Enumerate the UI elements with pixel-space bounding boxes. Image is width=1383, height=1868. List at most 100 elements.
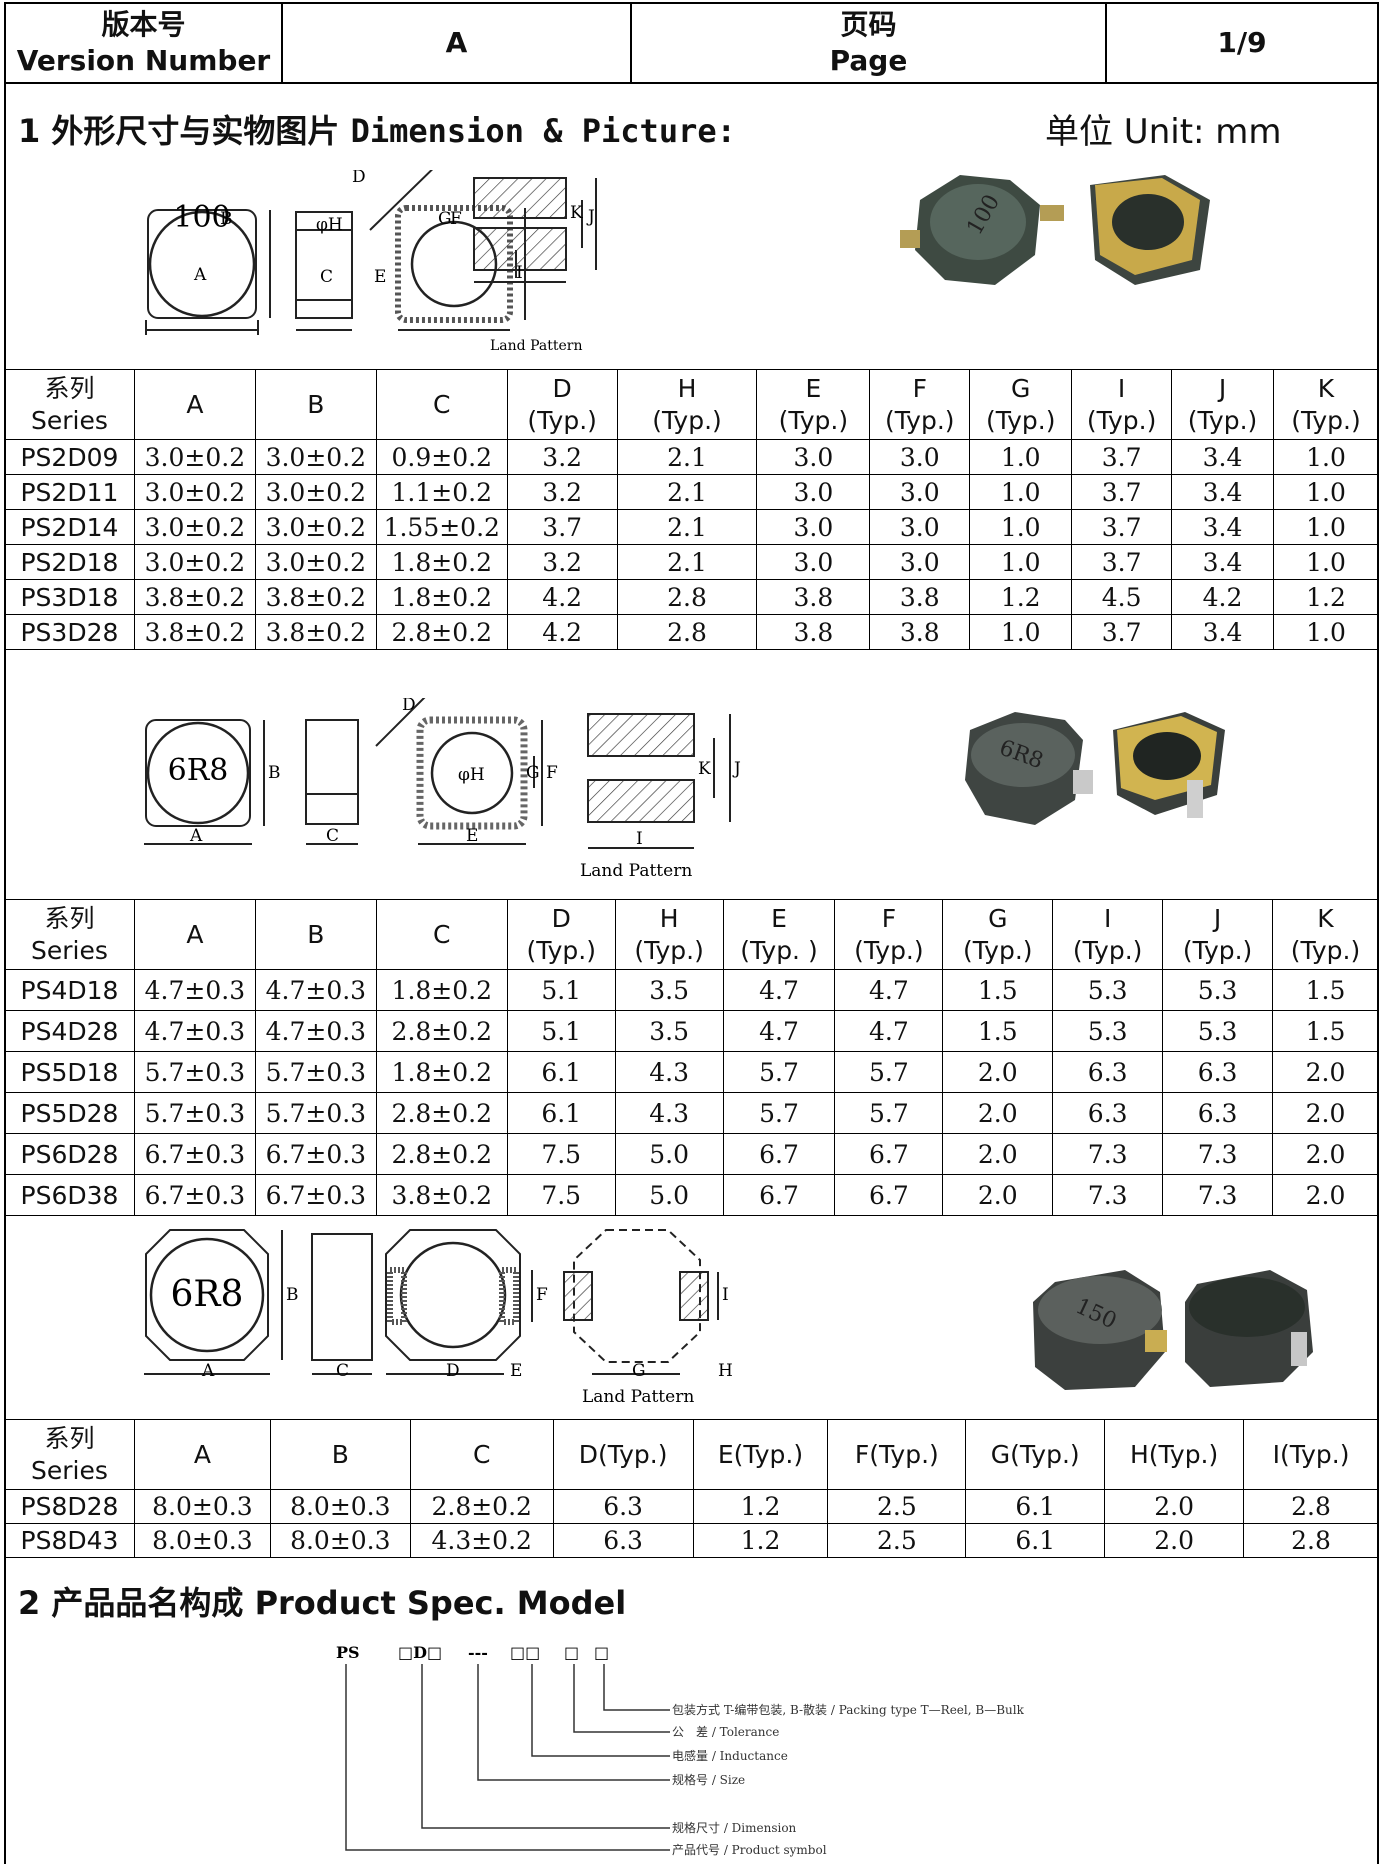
th-e: E(Typ.) — [756, 369, 871, 440]
value-cell: 4.3 — [614, 1051, 724, 1093]
th3-d: D(Typ.) — [552, 1419, 694, 1490]
value-cell: 3.7 — [1071, 474, 1173, 510]
value-cell: 2.0 — [1104, 1523, 1245, 1558]
series-cell: PS3D18 — [4, 579, 135, 615]
th2-j: J(Typ.) — [1162, 899, 1274, 970]
value-cell: 1.5 — [1272, 969, 1379, 1011]
th3-g: G(Typ.) — [965, 1419, 1106, 1490]
value-cell: 6.7 — [834, 1174, 944, 1216]
dim-label-c: C — [320, 267, 333, 287]
land-pattern-caption-3: Land Pattern — [582, 1387, 694, 1406]
th2-f: F(Typ.) — [834, 899, 944, 970]
code-part4: □ — [594, 1643, 609, 1662]
d2-label-a: A — [189, 826, 203, 846]
d2-label-e: E — [466, 826, 478, 846]
section2-title-cn: 产品品名构成 — [51, 1584, 244, 1622]
value-cell: 4.7 — [722, 969, 836, 1011]
d2-label-j: J — [732, 759, 741, 779]
side-view-body — [295, 211, 353, 319]
version-value: A — [445, 26, 468, 59]
value-cell: 1.2 — [692, 1523, 829, 1558]
value-cell: 4.5 — [1071, 579, 1173, 615]
value-cell: 1.0 — [969, 544, 1073, 580]
d2-label-g: G — [526, 763, 540, 783]
series-cell: PS8D43 — [4, 1523, 135, 1558]
value-cell: 1.0 — [969, 474, 1073, 510]
value-cell: 1.8±0.2 — [375, 544, 508, 580]
value-cell: 7.5 — [506, 1174, 616, 1216]
series-cell: PS5D18 — [4, 1051, 135, 1093]
value-cell: 5.3 — [1162, 969, 1274, 1011]
value-cell: 6.7 — [834, 1133, 944, 1175]
th-i: I(Typ.) — [1071, 369, 1173, 440]
inductor-photo-3: 150 — [1033, 1270, 1313, 1390]
code-part1: □D□ — [398, 1643, 442, 1662]
marking-d3: 6R8 — [171, 1274, 244, 1315]
value-cell: 1.5 — [1272, 1010, 1379, 1052]
series-cell: PS6D28 — [4, 1133, 135, 1175]
th2-d: D(Typ.) — [506, 899, 616, 970]
page-label-cell: 页码 Page — [632, 4, 1107, 82]
version-value-cell: A — [283, 4, 632, 82]
value-cell: 3.7 — [1071, 509, 1173, 545]
value-cell: 3.0±0.2 — [254, 509, 377, 545]
value-cell: 7.3 — [1162, 1133, 1274, 1175]
value-cell: 5.7±0.3 — [133, 1051, 256, 1093]
value-cell: 6.1 — [506, 1051, 616, 1093]
value-cell: 6.7±0.3 — [254, 1174, 377, 1216]
code-part3: □ — [564, 1643, 579, 1662]
land-pattern-caption-1: Land Pattern — [490, 338, 582, 354]
value-cell: 4.7 — [834, 1010, 944, 1052]
value-cell: 3.4 — [1171, 544, 1274, 580]
page-value-cell: 1/9 — [1107, 4, 1377, 82]
th2-b: B — [254, 899, 377, 970]
land-pad-top — [473, 177, 567, 219]
value-cell: 4.3 — [614, 1092, 724, 1134]
d2-label-i: I — [636, 829, 643, 849]
value-cell: 1.5 — [942, 969, 1054, 1011]
land-pattern-caption-2: Land Pattern — [580, 861, 692, 881]
value-cell: 2.1 — [616, 544, 758, 580]
value-cell: 2.8 — [616, 614, 758, 650]
value-cell: 1.8±0.2 — [375, 579, 508, 615]
value-cell: 3.0 — [869, 439, 971, 475]
legend-product-symbol: 产品代号 / Product symbol — [672, 1843, 827, 1857]
d2-label-b: B — [268, 763, 281, 783]
unit-label: 单位 Unit: mm — [1045, 112, 1282, 152]
th-g: G(Typ.) — [969, 369, 1073, 440]
marking-d1: 100 — [173, 200, 230, 235]
th-a: A — [133, 369, 256, 440]
value-cell: 3.8±0.2 — [254, 614, 377, 650]
value-cell: 4.7 — [722, 1010, 836, 1052]
section2-title-en: Product Spec. Model — [254, 1584, 627, 1622]
th-d: D(Typ.) — [506, 369, 618, 440]
th2-k: K(Typ.) — [1272, 899, 1379, 970]
value-cell: 1.2 — [1272, 579, 1380, 615]
value-cell: 1.8±0.2 — [375, 1051, 508, 1093]
value-cell: 5.1 — [506, 969, 616, 1011]
value-cell: 6.3 — [1162, 1092, 1274, 1134]
d3-top-view-body — [145, 1229, 269, 1361]
value-cell: 1.5 — [942, 1010, 1054, 1052]
dim-label-i: I — [516, 263, 523, 283]
value-cell: 3.2 — [506, 439, 618, 475]
value-cell: 6.7 — [722, 1133, 836, 1175]
drawing-group-1: 100 A B C D E F G φH I J K Land Pattern — [145, 170, 597, 354]
code-part2: □□ — [510, 1643, 540, 1662]
value-cell: 3.4 — [1171, 509, 1274, 545]
value-cell: 3.0 — [756, 509, 871, 545]
value-cell: 3.8 — [756, 614, 871, 650]
section2-number: 2 — [18, 1584, 41, 1622]
value-cell: 3.0 — [869, 509, 971, 545]
th2-i: I(Typ.) — [1052, 899, 1164, 970]
